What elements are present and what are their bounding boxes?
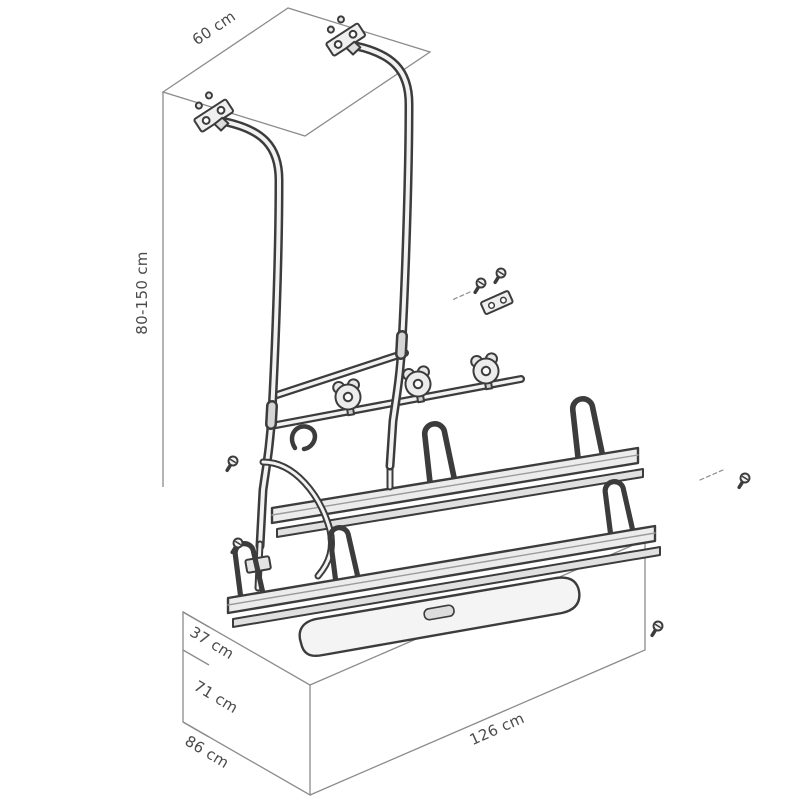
hook (289, 424, 318, 452)
base-plate (298, 576, 581, 657)
right-tube (351, 41, 414, 471)
screw (489, 265, 509, 287)
screw (646, 618, 666, 640)
tick-middle (182, 649, 210, 666)
tick-upper (182, 611, 210, 628)
brand-sticker (423, 604, 455, 621)
screw (469, 275, 489, 297)
rear-wheel-tray (270, 446, 644, 538)
front-wheel-tray (226, 524, 661, 628)
rack-artwork (184, 9, 753, 657)
screw (733, 470, 753, 492)
top-face-outline (161, 7, 432, 137)
left-tube (221, 117, 284, 551)
leader-line (699, 469, 724, 481)
wall-bracket-left (184, 85, 240, 141)
wall-bracket-right (316, 9, 372, 65)
wheel-hoop (569, 397, 603, 462)
tick-lower (182, 721, 210, 738)
wheel-hoop (421, 422, 455, 487)
dim-label-mount-height: 80-150 cm (133, 251, 151, 335)
fastener-plate (480, 290, 514, 315)
leader-line (451, 291, 471, 301)
screw (221, 453, 241, 475)
